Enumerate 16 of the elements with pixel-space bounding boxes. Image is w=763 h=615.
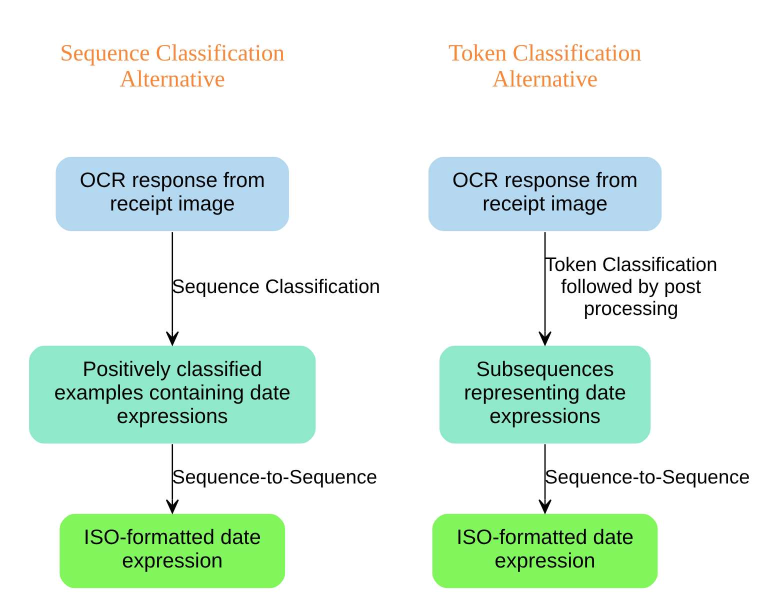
node-box: OCR response from receipt image (427, 155, 663, 232)
edge-label: Sequence-to-Sequence (172, 466, 378, 488)
node-box: ISO-formatted date expression (58, 512, 286, 589)
arrow (166, 232, 179, 345)
node-box: ISO-formatted date expression (431, 512, 660, 589)
edge-label: Sequence-to-Sequence (544, 466, 750, 488)
arrow (538, 232, 552, 345)
arrow (538, 444, 552, 514)
node-box: OCR response from receipt image (54, 155, 290, 232)
edge-label: Sequence Classification (172, 276, 380, 298)
node-box: Positively classified examples containing date expressions (28, 344, 317, 444)
arrow (166, 444, 179, 514)
node-box: Subsequences representing date expressions (438, 344, 652, 444)
edge-label: Token Classification followed by post processing (544, 253, 718, 320)
label: Sequence Classification Alternative (60, 40, 285, 92)
label: Token Classification Alternative (448, 40, 642, 92)
